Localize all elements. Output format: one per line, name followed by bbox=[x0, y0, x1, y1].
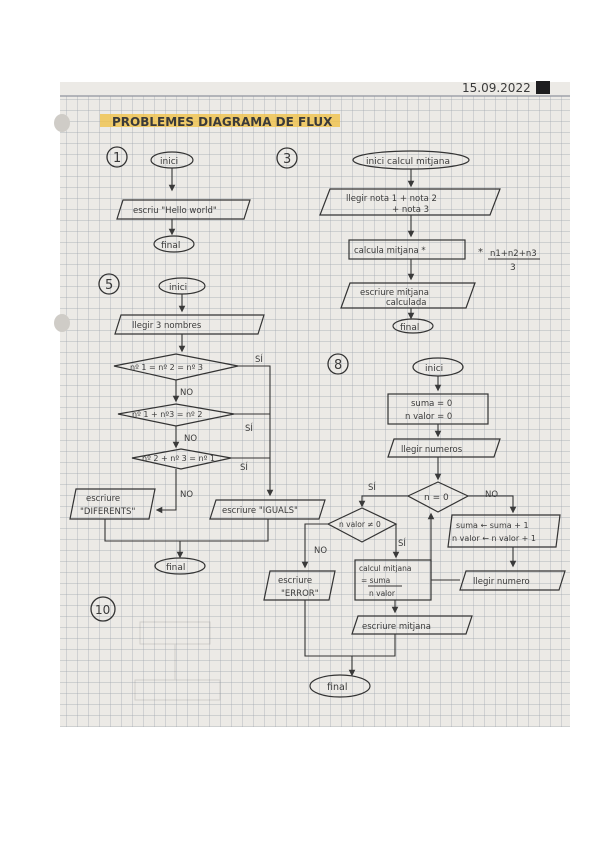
p8-read-number-label: llegir numero bbox=[473, 577, 530, 587]
p8-decision-n-zero-no: NO bbox=[485, 490, 498, 500]
p1-write-box bbox=[116, 199, 251, 220]
p5-read-label: llegir 3 nombres bbox=[132, 321, 202, 331]
p3-calc-box bbox=[348, 239, 466, 260]
binder-hole-top bbox=[54, 114, 70, 132]
p5-decision-1-label: nº 1 = nº 2 = nº 3 bbox=[130, 363, 203, 372]
p5-write-equal-box bbox=[209, 499, 326, 520]
p8-read-numbers-box bbox=[387, 438, 501, 458]
problem-5-number-circle bbox=[98, 273, 120, 295]
p8-calc-mean-label-3: n valor bbox=[369, 589, 396, 598]
p8-calc-mean-label-1: calcul mitjana bbox=[359, 564, 412, 573]
p1-start-label: inici bbox=[160, 157, 178, 167]
p3-start-label: inici calcul mitjana bbox=[366, 157, 450, 167]
p5-end-terminal bbox=[154, 557, 206, 575]
p8-start-label: inici bbox=[425, 364, 443, 374]
page-title: PROBLEMES DIAGRAMA DE FLUX bbox=[112, 115, 333, 129]
p3-read-label-1: llegir nota 1 + nota 2 bbox=[346, 194, 437, 204]
p8-valor-no-path bbox=[301, 523, 328, 569]
problem-10-section: 10 bbox=[90, 596, 221, 701]
p5-merge-lines bbox=[104, 519, 269, 542]
title-highlight bbox=[100, 114, 340, 127]
p5-decision-1-si: SÍ bbox=[255, 353, 263, 365]
p8-read-numbers-label: llegir numeros bbox=[401, 445, 463, 455]
problem-5-flowchart: 5 inici llegir 3 nombres nº 1 = nº 2 = n… bbox=[69, 273, 326, 575]
problem-8-flowchart: 8 inici suma = 0 n valor = 0 llegir nume… bbox=[263, 353, 566, 698]
p8-write-error-label-1: escriure bbox=[278, 576, 312, 586]
p5-end-label: final bbox=[166, 563, 185, 573]
problem-3-flowchart: 3 inici calcul mitjana llegir nota 1 + n… bbox=[276, 147, 540, 334]
p8-si-path bbox=[358, 495, 408, 508]
problem-8-number: 8 bbox=[334, 358, 342, 373]
problem-10-number: 10 bbox=[95, 603, 110, 617]
faded-erased-sketch bbox=[134, 621, 221, 701]
p1-end-label: final bbox=[161, 241, 180, 251]
p8-no-path bbox=[468, 495, 517, 514]
p5-no-path-3 bbox=[155, 469, 177, 514]
problem-3-number: 3 bbox=[283, 152, 291, 167]
p3-formula-numerator: n1+n2+n3 bbox=[490, 249, 537, 259]
p1-end-terminal bbox=[153, 235, 195, 253]
logo-mark bbox=[536, 81, 550, 94]
p5-decision-2-no: NO bbox=[184, 434, 197, 444]
p5-decision-3-si: SÍ bbox=[240, 461, 248, 473]
p5-decision-2-si: SÍ bbox=[245, 422, 253, 434]
p8-decision-valor-label: n valor ≠ 0 bbox=[339, 520, 381, 529]
p8-write-error-label-2: "ERROR" bbox=[281, 589, 319, 599]
p8-calc-mean-label-2: = suma bbox=[361, 576, 390, 585]
p5-start-label: inici bbox=[169, 283, 187, 293]
p8-init-label-1: suma = 0 bbox=[411, 399, 452, 409]
p8-end-terminal bbox=[309, 674, 371, 698]
p8-calc-mean-box bbox=[354, 559, 432, 601]
p3-calc-label: calcula mitjana * bbox=[354, 246, 426, 256]
p3-write-box bbox=[340, 282, 476, 309]
p5-write-equal-label: escriure "IGUALS" bbox=[222, 506, 298, 516]
p5-decision-2-label: nº 1 + nº3 = nº 2 bbox=[132, 410, 202, 419]
p3-end-label: final bbox=[400, 323, 419, 333]
p1-write-label: escriu "Hello world" bbox=[133, 206, 217, 216]
p3-formula-mark: * bbox=[478, 247, 483, 258]
p8-decision-valor-no: NO bbox=[314, 546, 327, 556]
p8-write-mean-label: escriure mitjana bbox=[362, 622, 431, 632]
binder-hole-bottom bbox=[54, 314, 70, 332]
page-date: 15.09.2022 bbox=[462, 81, 531, 95]
p8-write-error-box bbox=[263, 570, 336, 601]
problem-10-number-circle bbox=[90, 596, 116, 622]
p3-formula-denominator: 3 bbox=[510, 263, 516, 273]
p5-decision-1-no: NO bbox=[180, 388, 193, 398]
grid-lines bbox=[60, 96, 570, 727]
p8-decision-n-zero-si: SÍ bbox=[368, 481, 376, 493]
problem-8-number-circle bbox=[327, 353, 349, 375]
p5-read-box bbox=[114, 314, 265, 335]
p5-si-path-1 bbox=[238, 365, 274, 497]
p8-decision-valor-si: SÍ bbox=[398, 537, 406, 549]
p5-write-different-label-2: "DIFERENTS" bbox=[80, 507, 135, 517]
p8-decision-n-zero-label: n = 0 bbox=[424, 493, 449, 503]
problem-1-number-circle bbox=[106, 146, 128, 168]
problem-1-flowchart: 1 inici escriu "Hello world" final bbox=[106, 146, 251, 253]
p5-decision-3-label: nº 2 + nº 3 = nº 1 bbox=[142, 454, 215, 463]
p8-write-mean-box bbox=[351, 615, 473, 635]
p5-write-different-box bbox=[69, 488, 156, 520]
p3-read-label-2: + nota 3 bbox=[392, 205, 429, 215]
p8-update-box bbox=[447, 514, 561, 548]
p8-update-label-1: suma ← suma + 1 bbox=[456, 521, 529, 530]
p8-merge-lines bbox=[304, 600, 396, 657]
p8-update-label-2: n valor ← n valor + 1 bbox=[452, 534, 536, 543]
p8-end-label: final bbox=[327, 682, 347, 693]
p5-write-different-label-1: escriure bbox=[86, 494, 120, 504]
p3-write-label-2: calculada bbox=[386, 298, 426, 308]
p8-read-number-box bbox=[459, 570, 566, 591]
p3-end-terminal bbox=[392, 318, 434, 334]
p3-write-label-1: escriure mitjana bbox=[360, 288, 429, 298]
p5-decision-3-no: NO bbox=[180, 490, 193, 500]
p3-read-box bbox=[319, 188, 501, 216]
problem-5-number: 5 bbox=[105, 278, 113, 293]
p8-init-label-2: n valor = 0 bbox=[405, 412, 452, 422]
problem-1-number: 1 bbox=[113, 151, 121, 166]
problem-3-number-circle bbox=[276, 147, 298, 169]
